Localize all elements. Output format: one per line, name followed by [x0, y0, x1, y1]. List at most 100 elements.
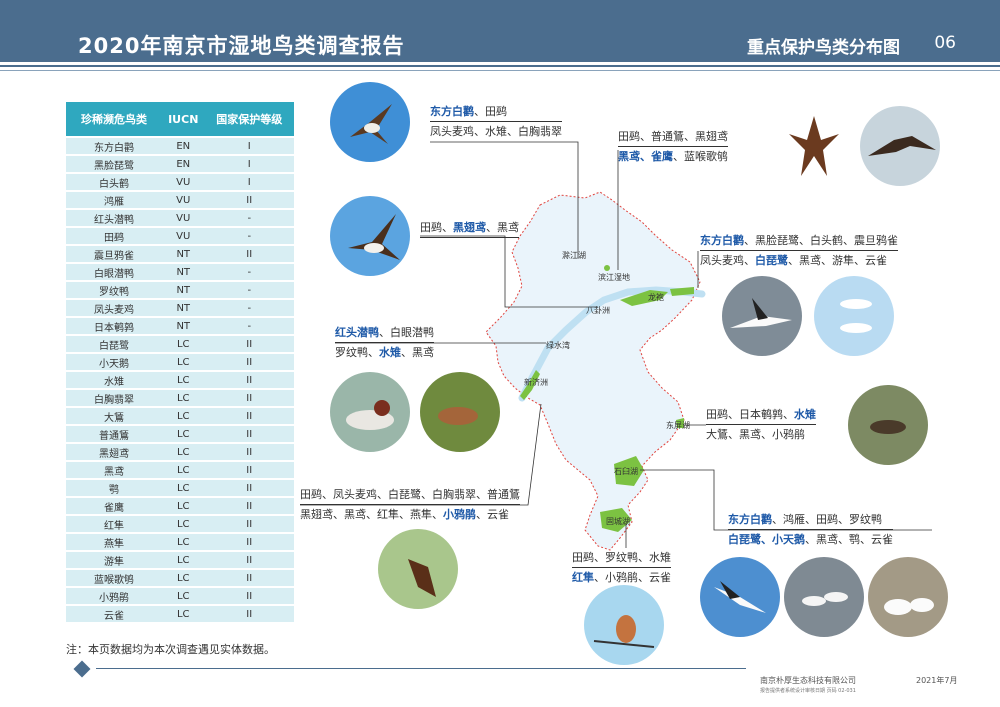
group-line: 田鹀、罗纹鸭、水雉	[572, 548, 671, 567]
species-group-6: 田鹀、日本鹌鹑、水雉大鵟、黑鸢、小鸦鹃	[706, 405, 816, 444]
group-line: 东方白鹳、黑脸琵鹭、白头鹤、震旦鸦雀	[700, 231, 898, 250]
table-cell: NT	[162, 318, 205, 334]
species-group-8: 东方白鹳、鸿雁、田鹀、罗纹鸭白琵鹭、小天鹅、黑鸢、鹗、云雀	[728, 510, 893, 549]
table-cell: 燕隼	[66, 534, 162, 550]
map-label-7: 东屏湖	[666, 421, 690, 430]
table-cell: 大鵟	[66, 408, 162, 424]
table-cell: VU	[162, 192, 205, 208]
group-line: 田鹀、日本鹌鹑、水雉	[706, 405, 816, 424]
table-cell: I	[204, 174, 294, 190]
page-number: 06	[934, 33, 956, 53]
map-label-9: 固城湖	[606, 517, 630, 526]
oriental-stork-photo	[700, 557, 780, 637]
map-label-6: 新济洲	[524, 378, 548, 387]
spoonbill-flock-photo	[784, 557, 864, 637]
species-group-2: 田鹀、普通鵟、黑翅鸢黑鸢、雀鹰、蓝喉歌鸲	[618, 127, 728, 166]
species-text: 田鹀、凤头麦鸡、白琵鹭、白胸翡翠、普通鵟	[300, 488, 520, 501]
species-group-3: 田鹀、黑翅鸢、黑鸢	[420, 218, 519, 238]
species-group-5: 红头潜鸭、白眼潜鸭罗纹鸭、水雉、黑鸢	[335, 323, 434, 362]
leader-g3	[420, 235, 598, 308]
highlighted-species: 东方白鹳	[700, 234, 744, 247]
table-cell: LC	[162, 390, 205, 406]
table-cell: 白头鹤	[66, 174, 162, 190]
report-title: 2020年南京市湿地鸟类调查报告	[78, 34, 405, 58]
table-cell: 罗纹鸭	[66, 282, 162, 298]
table-cell: LC	[162, 444, 205, 460]
highlighted-species: 黑鸢、雀鹰	[618, 150, 673, 163]
table-cell: LC	[162, 570, 205, 586]
table-cell: II	[204, 588, 294, 604]
species-text: 、田鹀	[474, 105, 507, 118]
black-kite-photo	[785, 106, 843, 184]
table-cell: 雀鹰	[66, 498, 162, 514]
table-cell: -	[204, 210, 294, 226]
species-text: 凤头麦鸡、水雉、白胸翡翠	[430, 125, 562, 138]
table-cell: 小鸦鹃	[66, 588, 162, 604]
osprey-photo	[330, 82, 410, 162]
table-cell: 凤头麦鸡	[66, 300, 162, 316]
table-cell: 游隼	[66, 552, 162, 568]
page-subtitle: 重点保护鸟类分布图	[747, 38, 900, 58]
table-cell: 白琵鹭	[66, 336, 162, 352]
wetland-gucheng	[600, 508, 632, 532]
wetland-longpao	[670, 287, 694, 296]
table-cell: I	[204, 138, 294, 154]
table-cell: 黑脸琵鹭	[66, 156, 162, 172]
footer-date: 2021年7月	[916, 676, 958, 685]
table-cell: 蓝喉歌鸲	[66, 570, 162, 586]
species-text: 凤头麦鸡、	[700, 254, 755, 267]
table-cell: II	[204, 426, 294, 442]
leader-lines	[300, 141, 932, 548]
map-label-4: 八卦洲	[586, 306, 610, 315]
table-cell: 黑翅鸢	[66, 444, 162, 460]
group-line: 红头潜鸭、白眼潜鸭	[335, 323, 434, 342]
group-line: 黑翅鸢、黑鸢、红隼、燕隼、小鸦鹃、云雀	[300, 505, 520, 524]
wetland-xinjizhou	[520, 370, 540, 400]
table-cell: LC	[162, 480, 205, 496]
table-cell: II	[204, 444, 294, 460]
species-group-1: 东方白鹳、田鹀凤头麦鸡、水雉、白胸翡翠	[430, 102, 562, 141]
osprey-flight-photo	[330, 196, 410, 276]
table-cell: 普通鵟	[66, 426, 162, 442]
species-text: 罗纹鸭、	[335, 346, 379, 359]
group-line: 田鹀、黑翅鸢、黑鸢	[420, 218, 519, 237]
group-line: 罗纹鸭、水雉、黑鸢	[335, 343, 434, 362]
group-line: 东方白鹳、田鹀	[430, 102, 562, 121]
table-cell: 黑鸢	[66, 462, 162, 478]
stork-photo	[722, 276, 802, 356]
leader-g7	[300, 403, 542, 506]
group-line: 凤头麦鸡、白琵鹭、黑鸢、游隼、云雀	[700, 251, 898, 270]
wetland-dongping	[676, 418, 684, 428]
group-line: 大鵟、黑鸢、小鸦鹃	[706, 425, 816, 444]
table-cell: LC	[162, 336, 205, 352]
species-text: 、黑鸢、鹗、云雀	[805, 533, 893, 546]
group-line: 凤头麦鸡、水雉、白胸翡翠	[430, 122, 562, 141]
map-label-8: 石臼湖	[614, 467, 638, 476]
table-cell: -	[204, 264, 294, 280]
swan-photo	[868, 557, 948, 637]
table-cell: II	[204, 372, 294, 388]
table-cell: 田鹀	[66, 228, 162, 244]
wetland-binjiang	[604, 265, 610, 271]
table-cell: II	[204, 246, 294, 262]
species-group-9: 田鹀、罗纹鸭、水雉红隼、小鸦鹃、云雀	[572, 548, 671, 587]
table-cell: NT	[162, 300, 205, 316]
footer-small-print: 报告提供者系统设计审核日期 页码 02-031	[760, 688, 856, 694]
spoonbill-photo	[814, 276, 894, 356]
painted-snipe-photo	[420, 372, 500, 452]
harrier-photo	[860, 106, 940, 186]
